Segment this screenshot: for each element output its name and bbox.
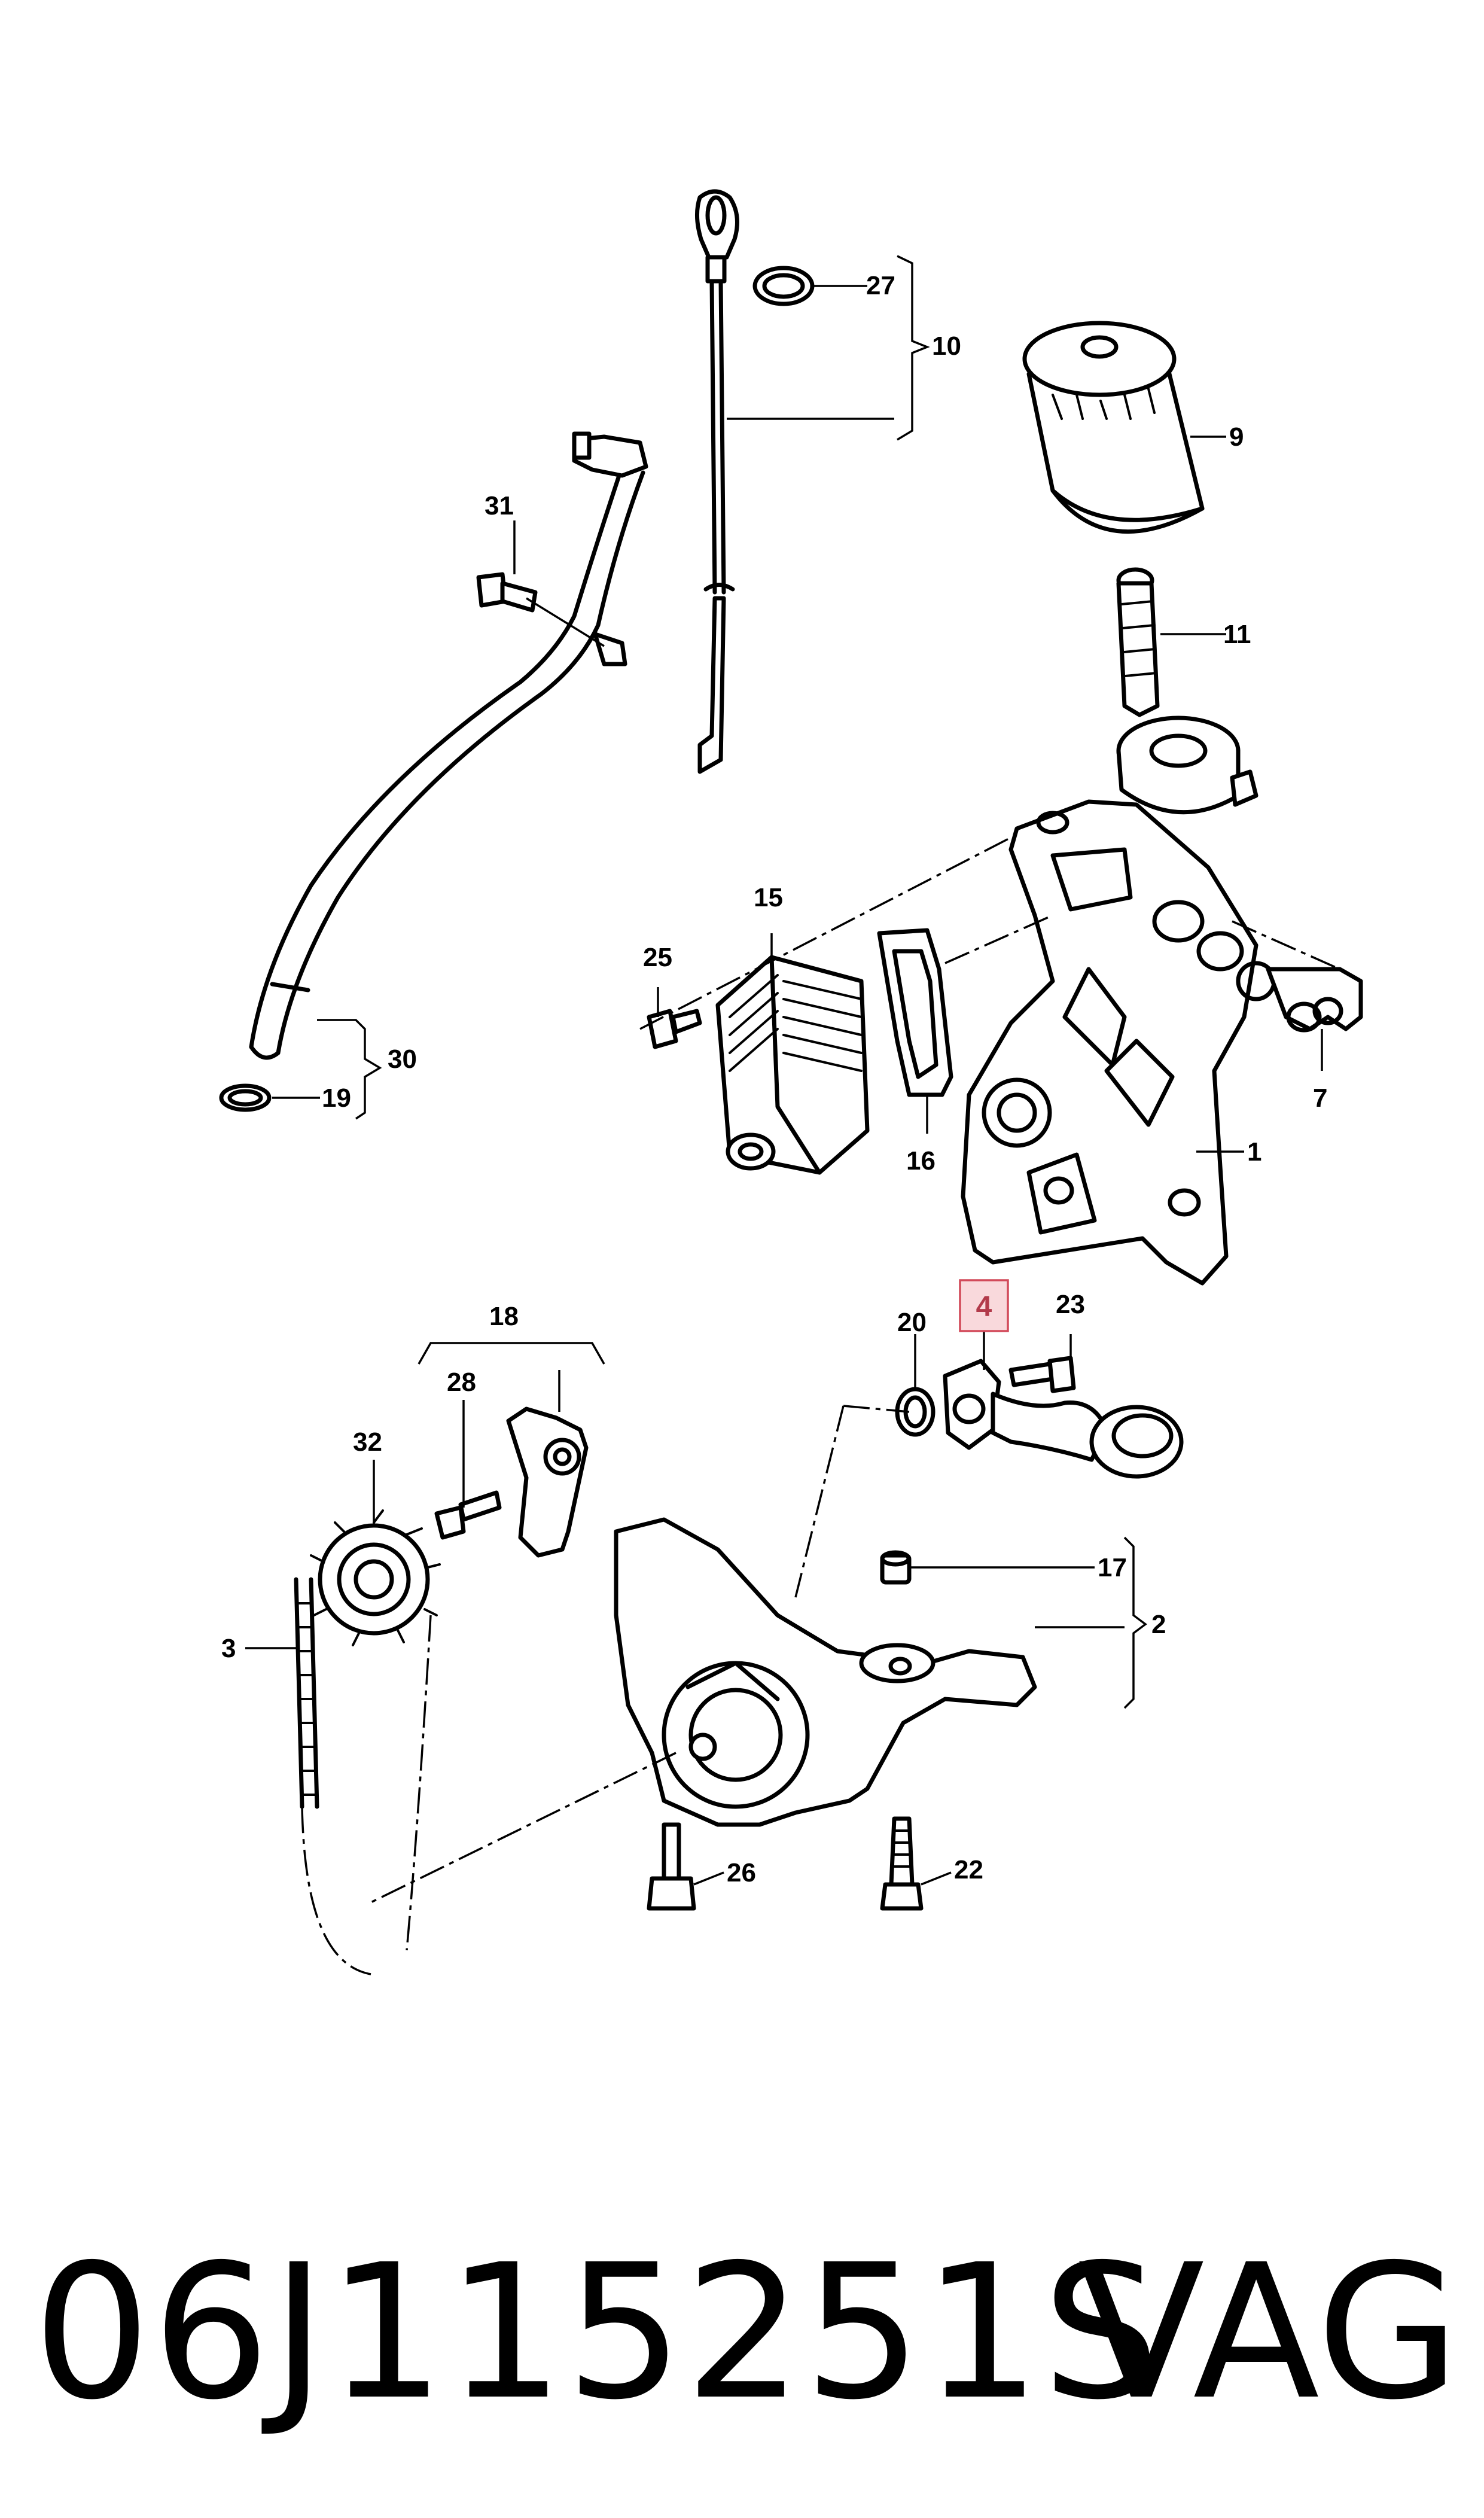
callout-18: 18	[489, 1302, 519, 1331]
callout-3: 3	[221, 1634, 236, 1663]
callout-11: 11	[1223, 620, 1251, 649]
callout-labels: 27 10 9 11 1 7 15 16 25 31 30 19 20 23 1…	[221, 271, 1327, 1887]
callout-26: 26	[727, 1858, 756, 1887]
filter-rod	[1116, 567, 1160, 717]
dipstick-guide-tube	[249, 431, 648, 1060]
callout-31: 31	[484, 491, 514, 520]
callout-28: 28	[447, 1368, 476, 1397]
callout-4: 4	[976, 1291, 992, 1323]
leader-lines	[245, 255, 1323, 1886]
diagram-canvas: 27 10 9 11 1 7 15 16 25 31 30 19 20 23 1…	[219, 189, 1363, 1975]
callout-16: 16	[906, 1146, 936, 1176]
bolt-23	[1008, 1356, 1076, 1393]
callout-23: 23	[1056, 1290, 1085, 1319]
drive-chain	[294, 1577, 319, 1809]
oil-filter	[1022, 321, 1205, 534]
callout-2: 2	[1151, 1610, 1166, 1639]
bolt-25	[647, 1009, 702, 1049]
seal-27	[752, 266, 815, 306]
callout-25: 25	[643, 943, 672, 972]
callout-7: 7	[1313, 1083, 1327, 1113]
assembly-lines	[301, 836, 1340, 1975]
callout-32: 32	[353, 1427, 382, 1457]
dipstick-part	[694, 189, 739, 774]
bolt-26	[647, 1822, 696, 1911]
callout-22: 22	[954, 1855, 983, 1884]
callout-1: 1	[1247, 1137, 1261, 1167]
part-number: 06J115251S	[33, 2225, 1162, 2441]
bolt-22	[880, 1816, 924, 1911]
oil-filter-housing	[961, 715, 1258, 1286]
callout-17: 17	[1098, 1553, 1127, 1582]
gasket-16	[877, 928, 953, 1097]
seal-19	[219, 1083, 272, 1112]
bolt-28	[434, 1490, 502, 1540]
sprocket-32	[310, 1509, 441, 1646]
brand-label: VAG	[1077, 2225, 1460, 2441]
seal-set-7	[1236, 961, 1363, 1033]
chain-tensioner	[506, 1406, 589, 1558]
callout-15: 15	[754, 883, 783, 912]
oil-pump	[614, 1517, 1037, 1827]
sleeve-17	[880, 1550, 912, 1585]
callout-20: 20	[897, 1308, 927, 1337]
bolt-31	[476, 572, 538, 613]
callout-9: 9	[1229, 422, 1244, 452]
callout-10: 10	[932, 331, 961, 361]
callout-27: 27	[866, 271, 895, 300]
callout-19: 19	[322, 1083, 351, 1113]
oil-cooler	[715, 955, 870, 1175]
callout-30: 30	[388, 1045, 417, 1074]
oil-pickup-pipe	[943, 1359, 1184, 1479]
highlighted-callout-4: 4	[959, 1279, 1009, 1332]
